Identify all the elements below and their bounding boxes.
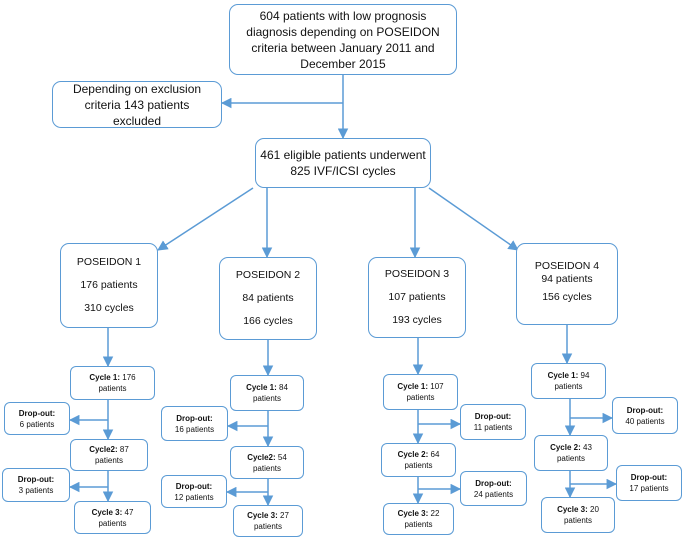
g4-cycle1-label: Cycle 1: — [547, 371, 579, 380]
g4-drop1-value: 40 patients — [625, 416, 665, 426]
g2-cycle1-box: Cycle 1: 84 patients — [230, 375, 304, 411]
g3-drop1-value: 11 patients — [473, 423, 513, 432]
g1-drop1-box: Drop-out: 6 patients — [4, 402, 70, 435]
g4-drop2-label: Drop-out: — [630, 473, 668, 482]
g3-cycle3-box: Cycle 3: 22 patients — [383, 503, 454, 535]
g2-drop2-label: Drop-out: — [175, 481, 213, 491]
poseidon2-patients: 84 patients — [242, 292, 294, 304]
g4-drop2-value: 17 patients — [629, 484, 669, 493]
g3-drop2-label: Drop-out: — [475, 478, 512, 488]
g1-cycle2-box: Cycle2: 87 patients — [70, 439, 148, 471]
g1-cycle2-unit: patients — [94, 456, 124, 465]
poseidon3-box: POSEIDON 3 107 patients 193 cycles — [368, 257, 466, 338]
arrow-to-poseidon1 — [157, 187, 254, 251]
g1-cycle1-label: Cycle 1: — [89, 373, 121, 382]
g1-drop2-value: 3 patients — [18, 486, 54, 495]
g1-drop1-label: Drop-out: — [18, 408, 56, 418]
g2-cycle2-unit: patients — [252, 463, 282, 473]
g1-cycle1-box: Cycle 1: 176 patients — [70, 366, 155, 400]
g4-cycle1-unit: patients — [554, 382, 583, 391]
g4-cycle3-box: Cycle 3: 20 patients — [541, 497, 615, 533]
g2-cycle2-value: 54 — [277, 452, 287, 462]
poseidon4-cycles: 156 cycles — [542, 290, 592, 303]
g4-cycle1-box: Cycle 1: 94 patients — [531, 363, 606, 399]
exclusion-text: Depending on exclusion criteria 143 pati… — [72, 81, 202, 128]
g4-drop1-label: Drop-out: — [626, 405, 664, 415]
g2-cycle1-unit: patients — [252, 394, 282, 403]
g4-cycle3-unit: patients — [563, 516, 593, 525]
g4-cycle2-box: Cycle 2: 43 patients — [534, 435, 608, 471]
g1-cycle3-value: 47 — [124, 507, 134, 517]
g1-cycle1-value: 176 — [122, 373, 136, 382]
poseidon1-cycles: 310 cycles — [84, 302, 134, 314]
g1-drop1-value: 6 patients — [19, 419, 55, 429]
g3-cycle2-label: Cycle 2: — [397, 450, 429, 459]
g1-cycle2-label: Cycle2: — [89, 445, 118, 454]
poseidon2-cycles: 166 cycles — [243, 315, 293, 327]
poseidon1-box: POSEIDON 1 176 patients 310 cycles — [60, 243, 158, 328]
g3-cycle3-value: 22 — [430, 509, 440, 518]
poseidon4-patients: 94 patients — [541, 272, 593, 285]
g2-drop2-value: 12 patients — [174, 492, 214, 502]
g3-cycle1-label: Cycle 1: — [397, 382, 429, 391]
g2-drop1-label: Drop-out: — [176, 413, 213, 423]
g1-cycle1-unit: patients — [98, 384, 127, 393]
poseidon3-name: POSEIDON 3 — [384, 268, 450, 280]
poseidon4-box: POSEIDON 4 94 patients 156 cycles — [516, 243, 618, 325]
g1-cycle3-unit: patients — [98, 518, 127, 528]
g1-cycle2-value: 87 — [119, 445, 129, 454]
total-patients-text: 604 patients with low prognosis diagnosi… — [246, 8, 440, 71]
g3-cycle3-label: Cycle 3: — [397, 509, 429, 518]
g3-cycle1-box: Cycle 1: 107 patients — [383, 374, 458, 410]
g2-cycle3-box: Cycle 3: 27 patients — [233, 505, 303, 537]
g2-cycle3-label: Cycle 3: — [247, 511, 278, 520]
g3-drop2-box: Drop-out: 24 patients — [460, 471, 527, 506]
g4-cycle3-value: 20 — [590, 505, 599, 514]
g2-cycle3-unit: patients — [253, 522, 283, 531]
g4-cycle3-label: Cycle 3: — [557, 505, 588, 514]
g3-drop1-label: Drop-out: — [474, 412, 512, 421]
g1-cycle3-label: Cycle 3: — [91, 507, 123, 517]
g4-cycle2-unit: patients — [556, 454, 586, 463]
poseidon2-box: POSEIDON 2 84 patients 166 cycles — [219, 257, 317, 340]
g3-cycle2-box: Cycle 2: 64 patients — [381, 443, 456, 477]
g2-drop2-box: Drop-out: 12 patients — [161, 475, 227, 508]
g2-cycle2-label: Cycle2: — [247, 452, 276, 462]
eligible-box: 461 eligible patients underwent 825 IVF/… — [255, 138, 431, 188]
poseidon1-name: POSEIDON 1 — [76, 256, 142, 268]
g3-cycle1-value: 107 — [430, 382, 444, 391]
poseidon4-name: POSEIDON 4 — [534, 259, 600, 272]
g1-cycle3-box: Cycle 3: 47 patients — [74, 501, 151, 534]
g2-cycle1-value: 84 — [279, 383, 288, 392]
g3-cycle2-value: 64 — [430, 450, 440, 459]
poseidon3-patients: 107 patients — [388, 291, 446, 303]
g4-drop2-box: Drop-out: 17 patients — [616, 465, 682, 501]
g3-cycle1-unit: patients — [406, 393, 435, 402]
g3-cycle3-unit: patients — [404, 520, 433, 529]
g4-cycle2-label: Cycle 2: — [550, 443, 581, 452]
eligible-line1: 461 eligible patients underwent — [260, 148, 426, 162]
g2-cycle3-value: 27 — [280, 511, 289, 520]
g3-drop2-value: 24 patients — [473, 489, 514, 499]
g3-cycle2-unit: patients — [404, 461, 433, 470]
total-patients-box: 604 patients with low prognosis diagnosi… — [229, 4, 457, 75]
g4-drop1-box: Drop-out: 40 patients — [612, 397, 678, 434]
eligible-line2: 825 IVF/ICSI cycles — [290, 164, 396, 178]
g1-drop2-label: Drop-out: — [17, 475, 55, 484]
poseidon1-patients: 176 patients — [80, 279, 138, 291]
g3-drop1-box: Drop-out: 11 patients — [460, 404, 526, 440]
g2-cycle1-label: Cycle 1: — [246, 383, 277, 392]
arrow-to-poseidon4 — [428, 187, 519, 251]
poseidon2-name: POSEIDON 2 — [235, 269, 301, 281]
exclusion-box: Depending on exclusion criteria 143 pati… — [52, 81, 222, 128]
g4-cycle2-value: 43 — [583, 443, 592, 452]
g4-cycle1-value: 94 — [580, 371, 590, 380]
g2-drop1-value: 16 patients — [174, 424, 215, 434]
g2-drop1-box: Drop-out: 16 patients — [161, 406, 228, 441]
g2-cycle2-box: Cycle2: 54 patients — [230, 446, 304, 479]
g1-drop2-box: Drop-out: 3 patients — [2, 468, 70, 502]
poseidon3-cycles: 193 cycles — [392, 314, 442, 326]
